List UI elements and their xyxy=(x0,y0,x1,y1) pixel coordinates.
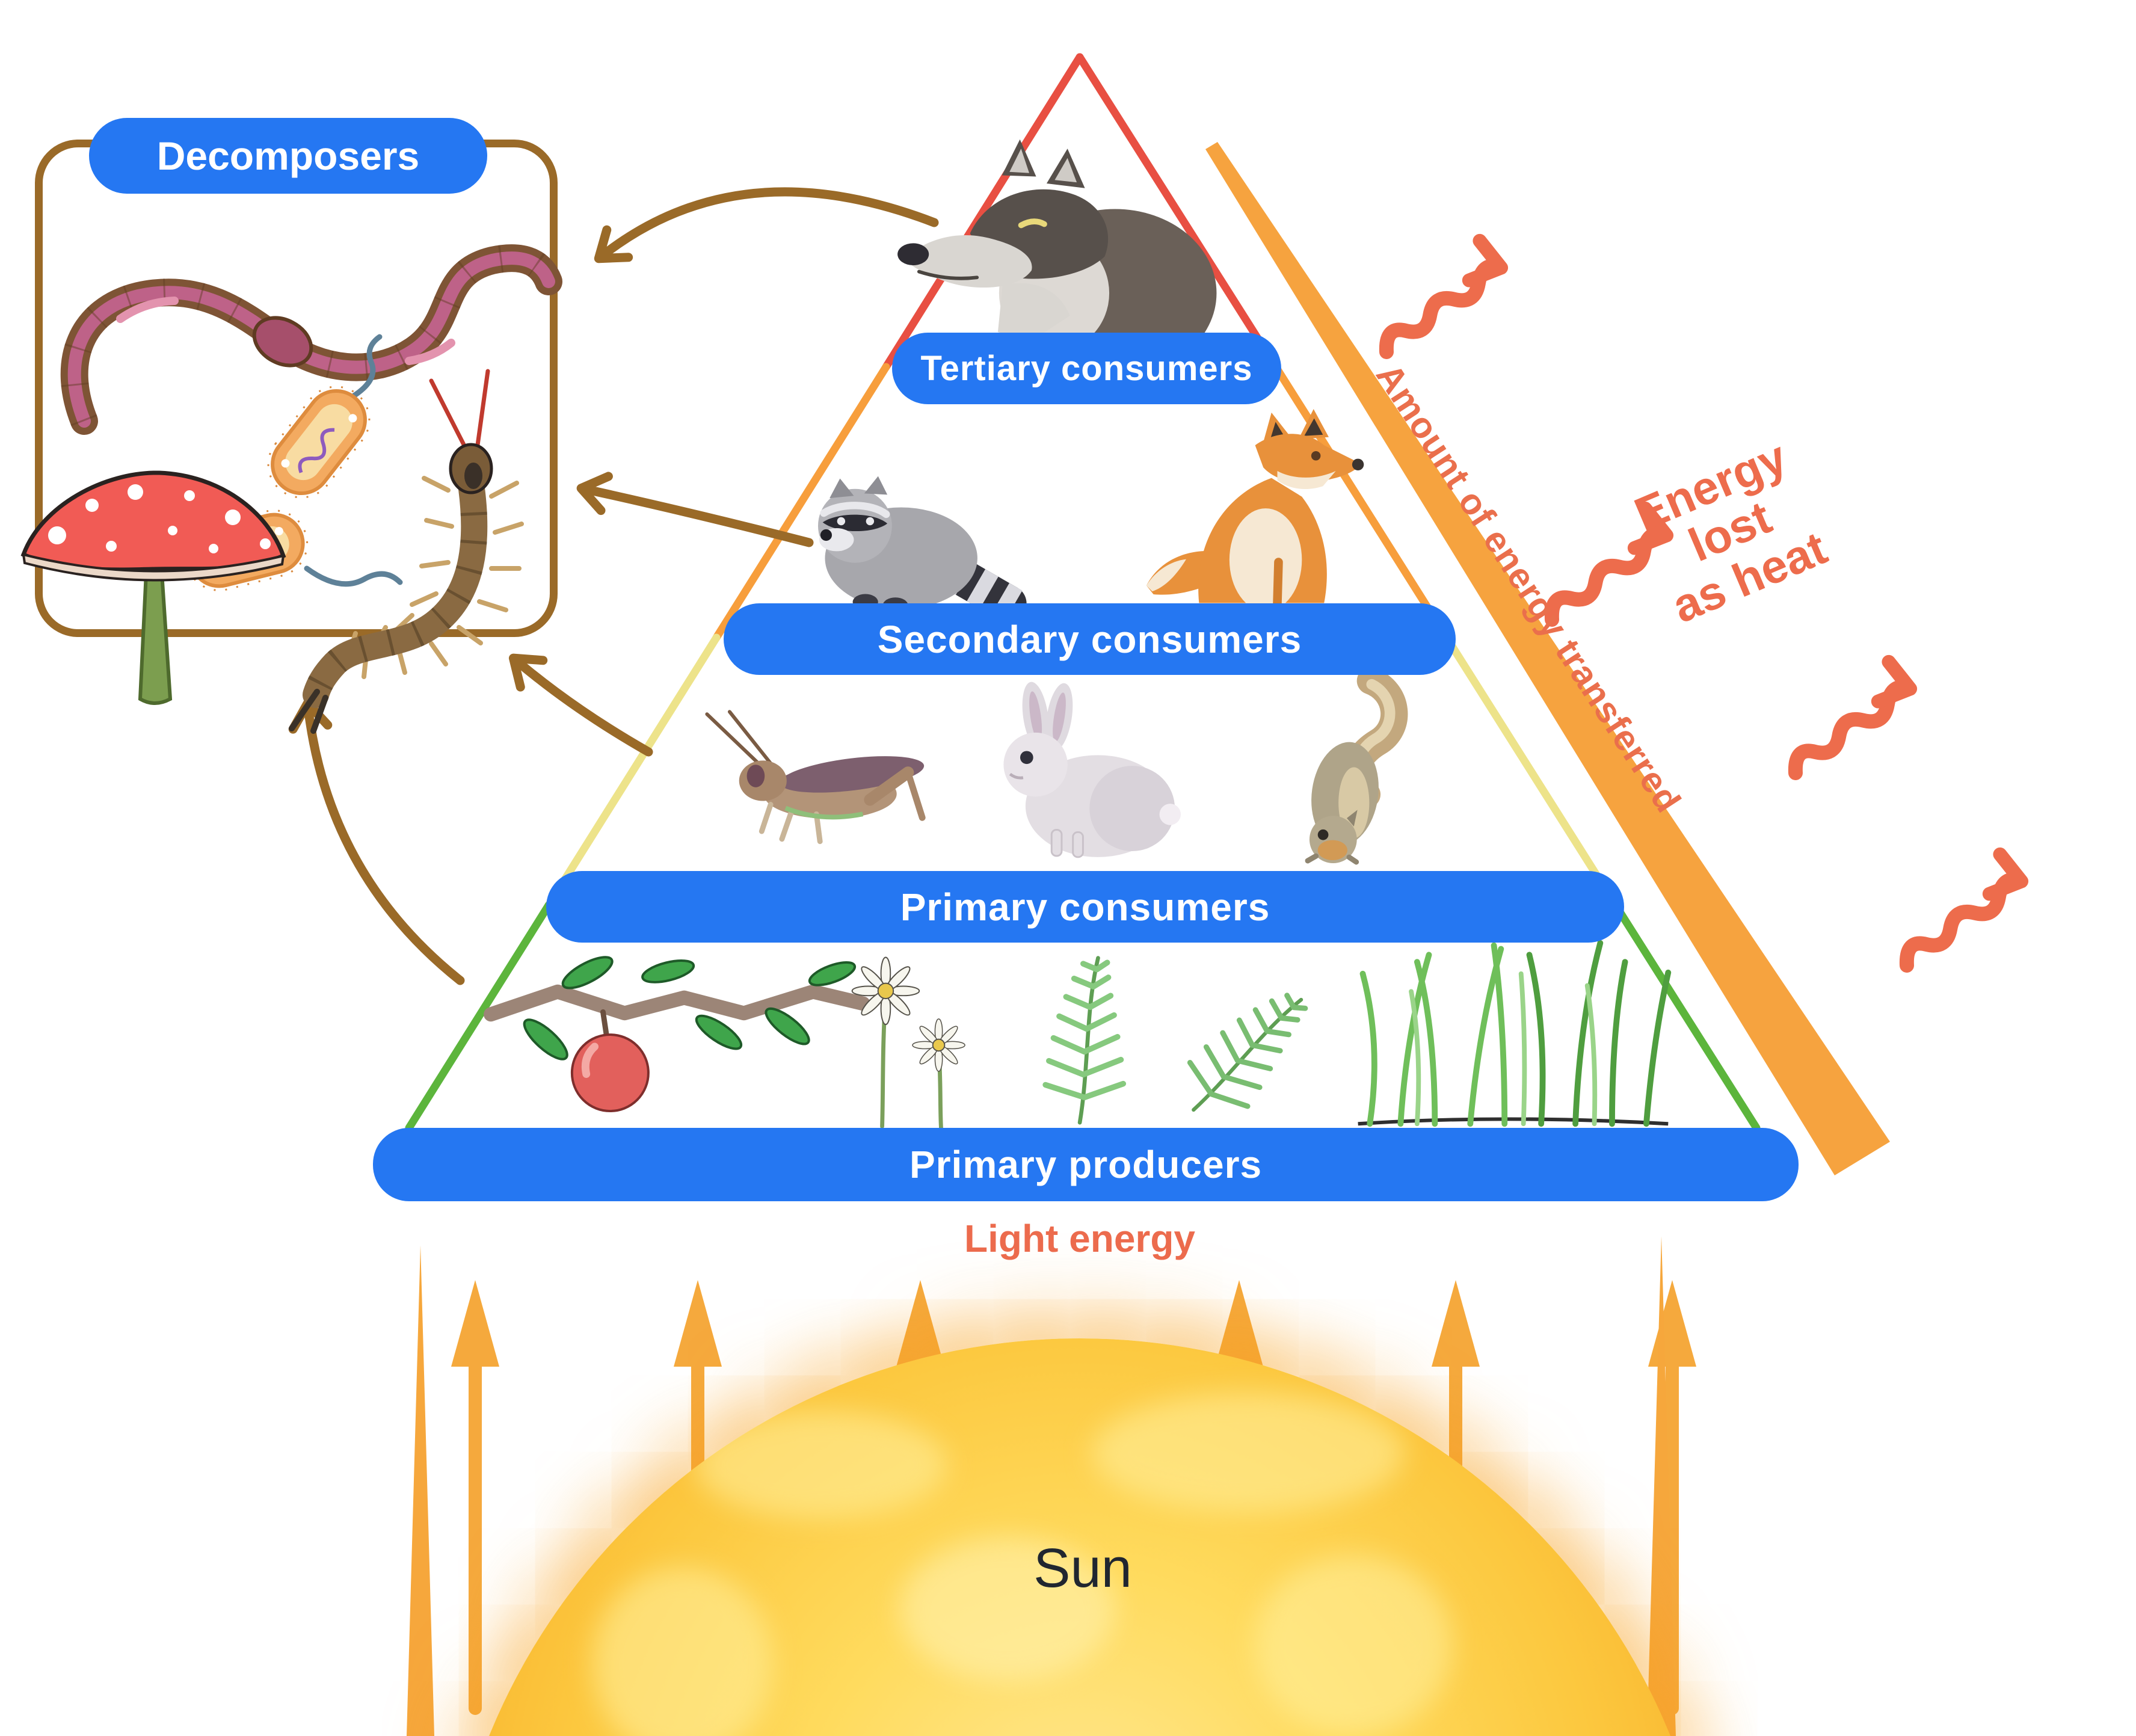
daisies-icon xyxy=(841,956,982,1130)
heat-arrow-4 xyxy=(1899,847,2029,973)
light-ray-arrow-1 xyxy=(451,1280,499,1715)
pyramid-edge-right xyxy=(1076,53,1761,1132)
energy-transfer-band xyxy=(1205,142,1890,1175)
primary-consumers-banner: Primary consumers xyxy=(546,871,1624,943)
light-energy-label: Light energy xyxy=(884,1216,1275,1261)
fox-icon xyxy=(1130,409,1364,614)
fern-icon xyxy=(1012,953,1150,1125)
decomposition-arrow-from-tertiary xyxy=(594,187,939,263)
pyramid-edge-left xyxy=(405,53,1084,1132)
decomposition-arrows xyxy=(288,187,939,985)
tertiary-consumers-label: Tertiary consumers xyxy=(920,349,1253,388)
raccoon-icon xyxy=(813,470,1027,623)
heat-arrows xyxy=(1379,233,2029,973)
secondary-consumers-label: Secondary consumers xyxy=(877,617,1302,661)
mushroom-icon xyxy=(15,458,292,711)
sun xyxy=(442,1338,1717,1736)
decomposition-arrow-from-secondary xyxy=(576,472,814,547)
sun-label-text: Sun xyxy=(1033,1537,1132,1599)
wolf-icon xyxy=(883,137,1217,378)
decomposers-label: Decomposers xyxy=(89,118,487,194)
grass-icon xyxy=(1346,937,1677,1128)
apple-branch-icon xyxy=(484,955,870,1124)
decomposition-arrow-from-producers xyxy=(288,698,465,985)
grasshopper-icon xyxy=(673,709,934,847)
tertiary-consumers-banner: Tertiary consumers xyxy=(892,333,1281,404)
fern-arching-icon xyxy=(1155,970,1329,1129)
decomposers-label-text: Decomposers xyxy=(156,134,420,178)
heat-arrow-2 xyxy=(1544,501,1674,627)
squirrel-icon xyxy=(1282,667,1408,865)
primary-consumers-label: Primary consumers xyxy=(900,885,1270,929)
heat-arrow-1 xyxy=(1379,233,1509,359)
secondary-consumers-banner: Secondary consumers xyxy=(724,603,1456,675)
rabbit-icon xyxy=(979,680,1181,859)
decomposition-arrow-from-primary xyxy=(508,653,653,757)
earthworm-icon xyxy=(48,180,562,439)
light-energy-text: Light energy xyxy=(964,1217,1196,1260)
centipede-icon xyxy=(268,346,550,734)
heat-arrow-3 xyxy=(1788,654,1918,780)
sun-label: Sun xyxy=(974,1537,1191,1600)
primary-producers-label: Primary producers xyxy=(909,1143,1263,1186)
primary-producers-banner: Primary producers xyxy=(373,1128,1799,1201)
